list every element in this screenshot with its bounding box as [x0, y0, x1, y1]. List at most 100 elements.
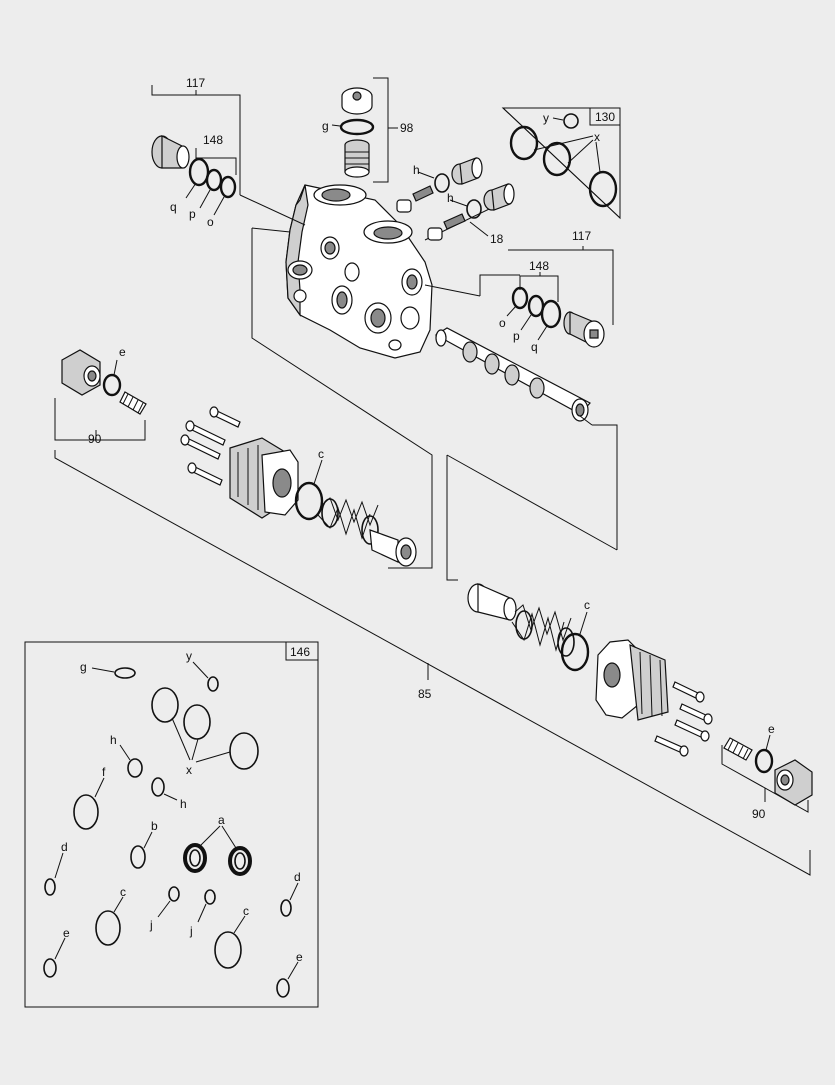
group-18: 18 h h — [396, 157, 515, 246]
label-98: 98 — [400, 121, 414, 135]
label-o-right: o — [499, 316, 506, 330]
kit-oring-y — [207, 676, 219, 692]
plug-left — [151, 135, 190, 169]
kit-label-d1: d — [61, 840, 68, 854]
relief-valve-lower — [427, 183, 515, 241]
label-p-right: p — [513, 329, 520, 343]
oring-c-right — [560, 632, 590, 672]
group-90-left: 90 e — [54, 345, 147, 446]
kit-label-c2: c — [243, 904, 249, 918]
end-cap-right — [595, 639, 713, 757]
spring-right — [511, 604, 575, 657]
kit-oring-e1 — [43, 958, 57, 978]
label-148-right: 148 — [529, 259, 549, 273]
kit-label-g: g — [80, 660, 87, 674]
kit-oring-b — [130, 845, 146, 869]
valve-body — [285, 184, 433, 359]
oring-p-left — [205, 168, 223, 192]
plug-98 — [341, 87, 373, 115]
kit-oring-x3 — [229, 732, 259, 770]
oring-x1-130 — [509, 125, 539, 161]
kit-label-e1: e — [63, 926, 70, 940]
kit-oring-h2 — [151, 777, 165, 797]
oring-q-right — [540, 299, 562, 329]
plug-right — [563, 311, 605, 348]
oring-o-right — [511, 286, 529, 310]
label-h-upper: h — [413, 163, 420, 177]
label-y-130: y — [543, 111, 549, 125]
label-90-right: 90 — [752, 807, 766, 821]
label-117-left: 117 — [186, 76, 205, 90]
oring-e-right — [754, 748, 774, 774]
kit-oring-d2 — [280, 899, 292, 917]
label-c-left: c — [318, 447, 324, 461]
kit-label-c1: c — [120, 885, 126, 899]
kit-label-e2: e — [296, 950, 303, 964]
label-148-left: 148 — [203, 133, 223, 147]
oring-e-left — [102, 373, 122, 397]
bolts-left — [180, 406, 241, 486]
label-117-right: 117 — [572, 229, 591, 243]
oring-x2-130 — [542, 141, 572, 177]
group-98: 98 g — [322, 77, 414, 183]
oring-q-left — [188, 157, 210, 187]
bolts-right — [654, 681, 713, 757]
label-90-left: 90 — [88, 432, 102, 446]
kit-oring-f — [73, 794, 99, 830]
seal-kit-146: 146 g y x h h f b — [24, 641, 319, 1008]
end-cap-left — [180, 406, 299, 519]
label-q-left: q — [170, 200, 177, 214]
label-18: 18 — [490, 232, 504, 246]
label-o-left: o — [207, 215, 214, 229]
oring-o-left — [219, 175, 237, 199]
kit-oring-j2 — [204, 889, 216, 905]
label-g-98: g — [322, 119, 329, 133]
spring-cap-98 — [344, 139, 370, 178]
kit-seal-a2 — [228, 846, 252, 876]
label-q-right: q — [531, 340, 538, 354]
group-117-right: 117 148 o p q — [479, 229, 614, 354]
label-p-left: p — [189, 207, 196, 221]
screw-left — [119, 391, 147, 415]
oring-x3-130 — [588, 170, 618, 208]
spring-seat-right — [467, 583, 517, 621]
kit-seal-a1 — [183, 843, 207, 873]
kit-label-j2: j — [189, 924, 193, 938]
oring-c-left — [294, 481, 324, 521]
group-90-right: 90 e — [721, 722, 813, 821]
label-85: 85 — [418, 687, 432, 701]
kit-oring-j1 — [168, 886, 180, 902]
relief-valve-upper — [396, 157, 483, 213]
cap-nut-left — [61, 349, 101, 396]
label-130: 130 — [595, 110, 615, 124]
kit-label-x: x — [186, 763, 192, 777]
kit-label-h1: h — [110, 733, 117, 747]
kit-oring-x1 — [151, 687, 179, 723]
label-c-right: c — [584, 598, 590, 612]
kit-label-d2: d — [294, 870, 301, 884]
spool — [434, 327, 591, 422]
kit-oring-e2 — [276, 978, 290, 998]
kit-oring-c1 — [95, 910, 121, 946]
oring-g-98 — [339, 118, 375, 136]
kit-oring-c2 — [214, 931, 242, 969]
label-146: 146 — [290, 645, 310, 659]
kit-label-b: b — [151, 819, 158, 833]
group-117-left: 117 148 q p o — [151, 76, 241, 229]
kit-label-f: f — [102, 765, 106, 779]
spring-left — [317, 497, 379, 545]
kit-oring-x2 — [183, 704, 211, 740]
kit-label-h2: h — [180, 797, 187, 811]
oring-y-130 — [563, 113, 579, 129]
kit-label-a: a — [218, 813, 225, 827]
kit-label-y: y — [186, 649, 192, 663]
kit-oring-h1 — [127, 758, 143, 778]
screw-right — [723, 737, 753, 761]
label-e-right: e — [768, 722, 775, 736]
label-h-lower: h — [447, 191, 454, 205]
kit-label-j1: j — [149, 918, 153, 932]
spring-seat-left — [369, 529, 417, 567]
cap-nut-right — [774, 759, 813, 806]
label-e-left: e — [119, 345, 126, 359]
